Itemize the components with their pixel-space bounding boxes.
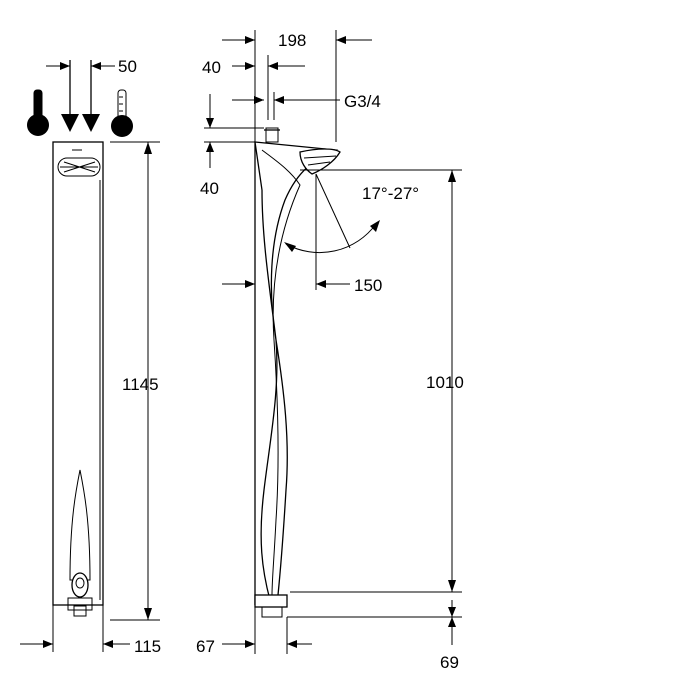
dim-side-offset-top: 40 <box>200 179 219 198</box>
thermometer-cold-icon <box>111 89 133 137</box>
thermometer-hot-icon <box>27 89 49 136</box>
label-connection-thread: G3/4 <box>344 92 381 111</box>
front-view: 50 1145 <box>20 57 161 656</box>
label-tilt-angle: 17°-27° <box>362 184 419 203</box>
dim-front-width: 115 <box>134 637 161 656</box>
dim-bottom-offset: 69 <box>440 653 459 672</box>
dim-head-offset: 150 <box>354 276 382 295</box>
dim-side-depth-bottom: 67 <box>196 637 215 656</box>
down-arrows-icon <box>46 60 115 132</box>
side-view: 198 40 G3/4 40 17°-27° 15 <box>196 30 464 672</box>
dim-head-height: 1010 <box>426 373 464 392</box>
dim-front-height: 1145 <box>122 375 159 394</box>
dim-inlet-offset: 40 <box>202 58 221 77</box>
dim-inlet-spacing: 50 <box>118 57 137 76</box>
dim-shower-projection: 198 <box>278 31 306 50</box>
